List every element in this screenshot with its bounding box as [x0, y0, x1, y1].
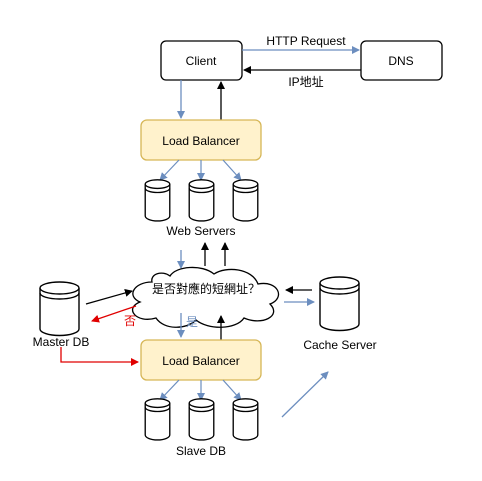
yes-label: 是: [186, 315, 198, 329]
no-label: 否: [124, 314, 136, 328]
client-label: Client: [186, 54, 217, 68]
client-node: Client: [160, 40, 243, 81]
ip-address-label: IP地址: [288, 75, 323, 89]
decision-label: 是否對應的短網址？: [152, 281, 260, 296]
lb-to-slave-db-3-arrow: [222, 379, 242, 401]
web-server-3-icon: [232, 179, 259, 222]
slave-db-2-icon: [188, 398, 215, 441]
load-balancer-top-label: Load Balancer: [162, 134, 239, 148]
dns-node: DNS: [360, 40, 443, 81]
dns-label: DNS: [388, 54, 413, 68]
decision-cloud: 是否對應的短網址？: [132, 266, 280, 328]
lb-to-slave-db-1-arrow: [159, 379, 180, 401]
load-balancer-bottom-label: Load Balancer: [162, 354, 239, 368]
load-balancer-top: Load Balancer: [140, 119, 262, 161]
cache-server-icon: [319, 276, 360, 332]
lb-to-web-server-3-arrow: [222, 159, 242, 181]
http-request-label: HTTP Request: [266, 34, 346, 48]
lb-to-web-server-1-arrow: [159, 159, 180, 181]
slave-db-3-icon: [232, 398, 259, 441]
slave-db-to-cache-arrow: [281, 371, 329, 418]
web-servers-label: Web Servers: [166, 224, 235, 238]
slave-db-label: Slave DB: [176, 444, 226, 458]
web-server-2-icon: [188, 179, 215, 222]
no-arrow: [91, 305, 137, 323]
master-db-to-lb-arrow: [60, 347, 139, 366]
slave-db-1-icon: [144, 398, 171, 441]
load-balancer-bottom: Load Balancer: [140, 339, 262, 381]
master-db-label: Master DB: [33, 335, 90, 349]
web-server-1-icon: [144, 179, 171, 222]
master-db-icon: [39, 281, 80, 337]
master-db-to-decision-arrow: [85, 289, 133, 305]
cache-server-label: Cache Server: [303, 338, 376, 352]
